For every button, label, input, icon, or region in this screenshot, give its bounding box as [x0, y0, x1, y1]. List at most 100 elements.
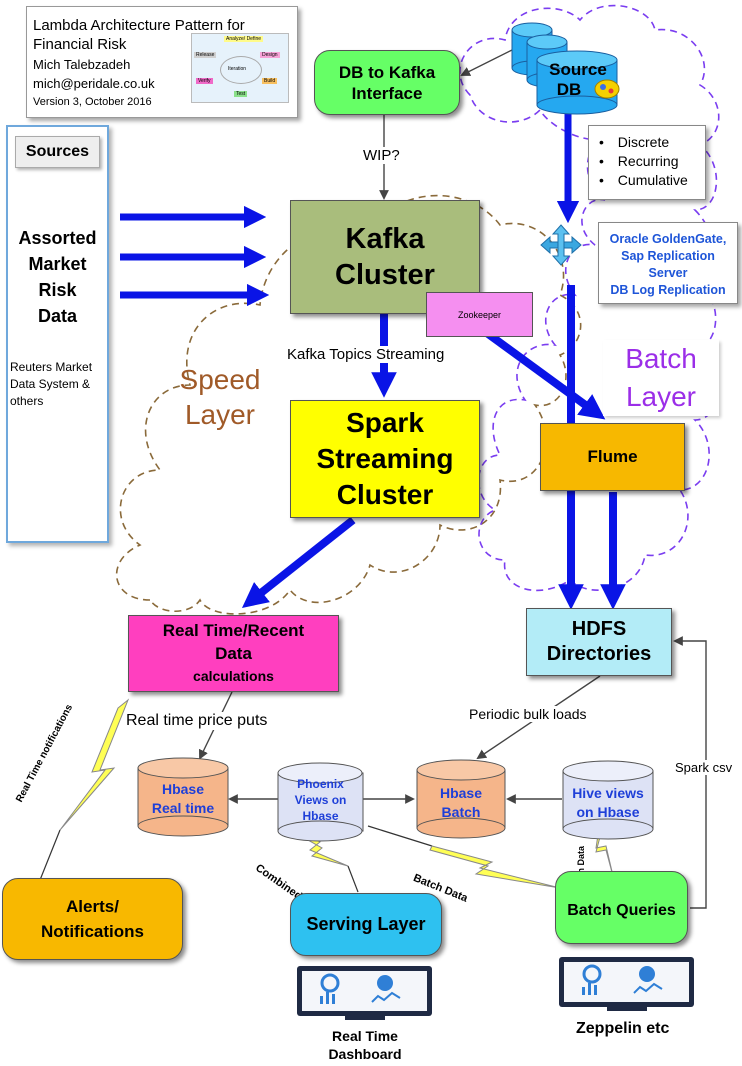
- replication-line3: Server: [648, 266, 688, 280]
- spark-line1: Spark: [346, 407, 424, 438]
- speed-layer-line2: Layer: [184, 399, 256, 430]
- source-db-cylinders: [511, 22, 618, 115]
- header-card: Lambda Architecture Pattern for Financia…: [26, 6, 298, 118]
- zookeeper-label: Zookeeper: [457, 309, 502, 320]
- batch-layer-cloud: [459, 4, 720, 592]
- db-to-kafka-line2: Interface: [351, 83, 423, 103]
- serving-layer-label: Serving Layer: [306, 914, 426, 934]
- phoenix-line2: Views on: [294, 793, 347, 807]
- realtime-dashboard-monitor-icon: [297, 966, 432, 1020]
- replication-line4: DB Log Replication: [610, 283, 726, 297]
- kafka-line1: Kafka: [345, 223, 425, 255]
- alerts-line2: Notifications: [41, 922, 144, 941]
- batch-layer-line1: Batch: [625, 343, 697, 374]
- serving-layer-box: Serving Layer: [290, 893, 442, 956]
- kafka-to-flume-arrow: [477, 324, 606, 420]
- batch-queries-label: Batch Queries: [567, 901, 676, 919]
- data-type-item: • Cumulative: [599, 172, 688, 188]
- sources-main-line2: Market: [28, 254, 87, 274]
- db-to-kafka-line1: DB to Kafka: [338, 62, 436, 82]
- sources-title-box: Sources: [15, 136, 100, 168]
- sources-sub-line2: Data System &: [10, 377, 91, 391]
- realtime-line2: Data: [215, 644, 252, 663]
- phoenix-cylinder: [277, 762, 364, 842]
- header-author: Mich Talebzadeh: [33, 57, 131, 72]
- phoenix-batch-link-line: [367, 825, 433, 847]
- iteration-cycle-thumbnail: Analyze/ Define Design Build Test Verify…: [191, 33, 289, 103]
- phoenix-line3: Hbase: [302, 809, 339, 823]
- kafka-topics-label: Kafka Topics Streaming: [285, 346, 447, 363]
- sources-main-line4: Data: [37, 306, 77, 326]
- thumb-label-build: Build: [262, 78, 278, 84]
- phoenix-line1: Phoenix: [297, 777, 344, 791]
- batch-layer-line2: Layer: [625, 381, 697, 412]
- header-email: mich@peridale.co.uk: [33, 76, 155, 91]
- flume-box: Flume: [540, 423, 685, 491]
- replication-line2: Sap Replication: [621, 249, 715, 263]
- replication-line1: Oracle GoldenGate,: [609, 232, 727, 246]
- zeppelin-monitor-icon: [559, 957, 694, 1011]
- spark-line3: Cluster: [336, 479, 434, 510]
- phoenix-label: Phoenix Views on Hbase: [278, 776, 363, 824]
- lightning-batch-data: [429, 845, 561, 889]
- realtime-dashboard-label: Real Time Dashboard: [300, 1027, 430, 1063]
- hbase-rt-line1: Hbase: [161, 781, 205, 797]
- speed-layer-cloud: [115, 194, 582, 615]
- header-title-line2: Financial Risk: [33, 36, 127, 53]
- data-types-box: • Discrete • Recurring • Cumulative: [588, 125, 706, 200]
- sources-title: Sources: [25, 143, 90, 160]
- hbase-batch-cylinder: [416, 759, 506, 839]
- sources-panel: Sources Assorted Market Risk Data Reuter…: [6, 125, 109, 543]
- thumb-label-verify: Verify: [196, 78, 213, 84]
- speed-layer-line1: Speed: [179, 364, 261, 395]
- spark-streaming-box: Spark Streaming Cluster: [290, 400, 480, 518]
- hbase-batch-label: Hbase Batch: [417, 784, 505, 822]
- sources-sub-text: Reuters Market Data System & others: [10, 359, 109, 410]
- thumb-label-analyze: Analyze/ Define: [224, 36, 264, 42]
- hdfs-line2: Directories: [546, 643, 652, 665]
- realtime-price-puts-label: Real time price puts: [124, 712, 270, 730]
- source-db-line1: Source: [549, 60, 607, 79]
- wip-label: WIP?: [361, 147, 402, 164]
- hbase-batch-line2: Batch: [441, 804, 481, 820]
- realtime-line1: Real Time/Recent: [162, 621, 305, 640]
- source-db-line2: DB: [556, 80, 582, 99]
- batch-layer-label: Batch Layer: [603, 340, 719, 416]
- data-type-item: • Recurring: [599, 153, 679, 169]
- combined-link-line: [347, 865, 359, 893]
- hdfs-line1: HDFS: [571, 618, 627, 640]
- dashboard-line1: Real Time: [332, 1028, 398, 1044]
- thumb-label-design: Design: [260, 52, 280, 58]
- db-to-kafka-box: DB to Kafka Interface: [314, 50, 460, 115]
- spark-line2: Streaming: [316, 443, 454, 474]
- alerts-link-line: [39, 829, 61, 881]
- replication-icon: [540, 224, 582, 266]
- source-db-label: Source DB: [540, 60, 616, 100]
- hbase-rt-line2: Real time: [151, 800, 215, 816]
- database-badge-icon: [594, 79, 620, 99]
- sources-main-text: Assorted Market Risk Data: [8, 225, 107, 329]
- sources-sub-line3: others: [10, 394, 44, 408]
- hbase-batch-line1: Hbase: [439, 785, 483, 801]
- speed-layer-label: Speed Layer: [170, 362, 270, 432]
- alerts-line1: Alerts/: [66, 897, 119, 916]
- spark-csv-label: Spark csv: [673, 760, 735, 775]
- data-type-item: • Discrete: [599, 134, 670, 150]
- lightning-realtime-notifications: [59, 698, 130, 831]
- thumb-label-release: Release: [194, 52, 217, 58]
- kafka-line2: Cluster: [335, 259, 435, 291]
- spark-to-realtime-arrow: [241, 516, 356, 608]
- alerts-notifications-box: Alerts/ Notifications: [2, 878, 183, 960]
- flume-label: Flume: [587, 447, 638, 466]
- header-version: Version 3, October 2016: [33, 96, 152, 108]
- hive-label: Hive views on Hbase: [563, 784, 653, 822]
- hbase-realtime-label: Hbase Real time: [138, 780, 228, 818]
- replication-box: Oracle GoldenGate, Sap Replication Serve…: [598, 222, 738, 304]
- sources-main-line3: Risk: [38, 280, 77, 300]
- hive-cylinder: [562, 760, 654, 840]
- realtime-calculations-box: Real Time/Recent Data calculations: [128, 615, 339, 692]
- hdfs-directories-box: HDFS Directories: [526, 608, 672, 676]
- sourcedb-to-dbkafka-arrow: [460, 46, 519, 76]
- zookeeper-box: Zookeeper: [426, 292, 533, 337]
- realtime-line3: calculations: [193, 668, 274, 684]
